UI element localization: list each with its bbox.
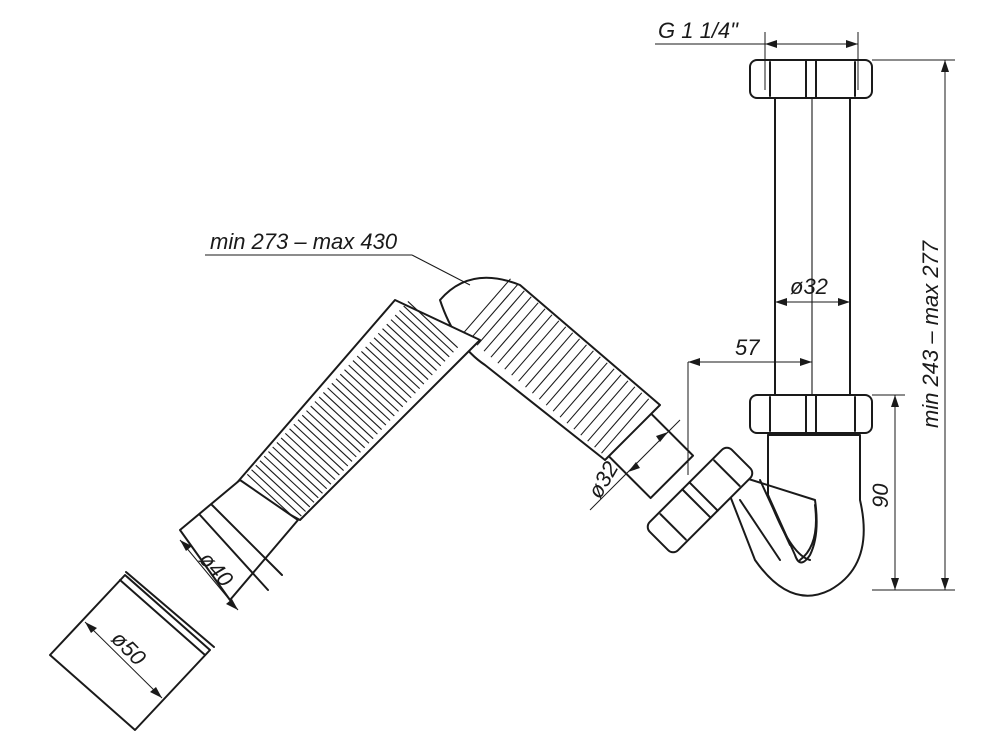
hose-rib — [293, 423, 344, 471]
hose-rib — [407, 301, 459, 349]
flex-hose-lower — [234, 299, 481, 521]
hose-rib — [297, 419, 349, 467]
hose-rib — [369, 341, 421, 390]
trap-depth-label: 90 — [868, 483, 893, 508]
dim-thread: G 1 1/4" — [655, 18, 859, 90]
hose-rib — [339, 373, 391, 421]
hose-rib — [255, 464, 306, 512]
hose-rib — [403, 305, 454, 353]
hose-rib — [356, 355, 408, 403]
offset-label: 57 — [735, 335, 760, 360]
hose-rib — [327, 387, 378, 435]
hose-rib — [284, 432, 336, 481]
dim-offset: 57 — [687, 335, 812, 475]
hose-rib — [280, 437, 332, 485]
hose-rib — [587, 386, 636, 442]
hose-rib — [580, 380, 629, 436]
hose-rib — [462, 278, 511, 334]
flex-hose-upper — [439, 276, 661, 461]
hose-rib — [504, 314, 553, 370]
hose-rib — [525, 332, 574, 388]
hose-rib — [373, 337, 425, 385]
height-label: min 243 – max 277 — [918, 240, 943, 428]
hose-rib — [552, 356, 601, 412]
hose-rib — [559, 362, 608, 418]
hose-rib — [310, 405, 361, 453]
hose-rib — [399, 310, 450, 358]
hose-rib — [365, 346, 416, 394]
hose-rib — [490, 302, 539, 358]
hose-rib — [394, 314, 446, 362]
hose-rib — [531, 338, 581, 394]
hose-rib — [344, 369, 395, 417]
middle-nut — [749, 394, 873, 434]
hose-rib — [386, 323, 437, 371]
hose-rib — [301, 414, 353, 462]
hose-rib — [545, 350, 594, 406]
hose-rib — [318, 396, 370, 444]
hose-rib — [251, 469, 302, 517]
hose-rib — [469, 284, 518, 340]
hose-rib — [259, 460, 311, 508]
hose-rib — [601, 398, 650, 454]
outlet-tube-40 — [179, 479, 299, 601]
hose-rib — [335, 378, 387, 426]
hose-rib — [377, 332, 429, 380]
hose-rib — [573, 374, 622, 430]
u-bend — [719, 434, 865, 597]
dim-height: min 243 – max 277 — [872, 59, 955, 591]
pipe-diameter-label: ø32 — [790, 274, 828, 299]
vertical-pipe — [774, 80, 851, 430]
hose-rib — [348, 364, 399, 412]
hose-rib — [594, 392, 643, 448]
outlet-tube-50 — [49, 571, 215, 731]
hose-rib — [352, 360, 404, 408]
dim-pipe-diameter: ø32 — [775, 274, 850, 306]
hose-rib — [361, 351, 412, 399]
thread-label: G 1 1/4" — [658, 18, 739, 43]
hose-rib — [263, 455, 315, 503]
hose-rib — [289, 428, 340, 476]
flex-length-label: min 273 – max 430 — [210, 229, 398, 254]
hose-rib — [272, 446, 323, 494]
side-nut — [646, 446, 754, 554]
hose-rib — [382, 328, 433, 376]
hose-rib — [483, 296, 532, 352]
hose-rib — [390, 319, 442, 367]
hose-rib — [538, 344, 587, 400]
dim-flex-length: min 273 – max 430 — [205, 229, 471, 286]
hose-rib — [518, 326, 567, 382]
dim-trap-depth: 90 — [868, 394, 905, 590]
top-nut — [749, 59, 873, 99]
hose-rib — [331, 382, 383, 430]
hose-rib — [476, 290, 525, 346]
hose-rib — [306, 410, 357, 458]
hose-rib — [322, 392, 374, 440]
hose-rib — [268, 451, 319, 499]
hose-rib — [566, 368, 615, 424]
hose-rib — [314, 401, 366, 449]
hose-rib — [497, 308, 546, 364]
hose-rib — [511, 320, 560, 376]
hose-rib — [276, 442, 328, 490]
